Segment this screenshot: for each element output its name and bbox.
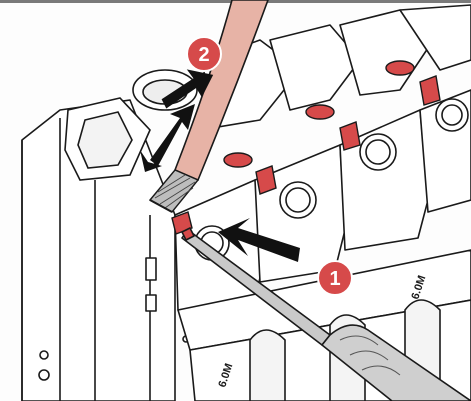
screwdriver	[181, 227, 471, 401]
release-clip	[255, 165, 277, 195]
lever-tab	[385, 60, 415, 76]
cable	[148, 0, 269, 213]
release-clip	[419, 75, 441, 106]
step-badge-2: 2	[186, 36, 222, 72]
release-clip	[339, 121, 361, 151]
insertion-arrow	[140, 69, 214, 172]
step-number: 1	[329, 268, 340, 290]
push-arrow	[218, 218, 300, 262]
release-clip	[171, 211, 193, 235]
step-number: 2	[198, 44, 209, 66]
lever-tab	[223, 152, 253, 168]
lever-tab	[305, 104, 335, 120]
step-badge-1: 1	[317, 260, 353, 296]
release-clips	[171, 60, 441, 235]
